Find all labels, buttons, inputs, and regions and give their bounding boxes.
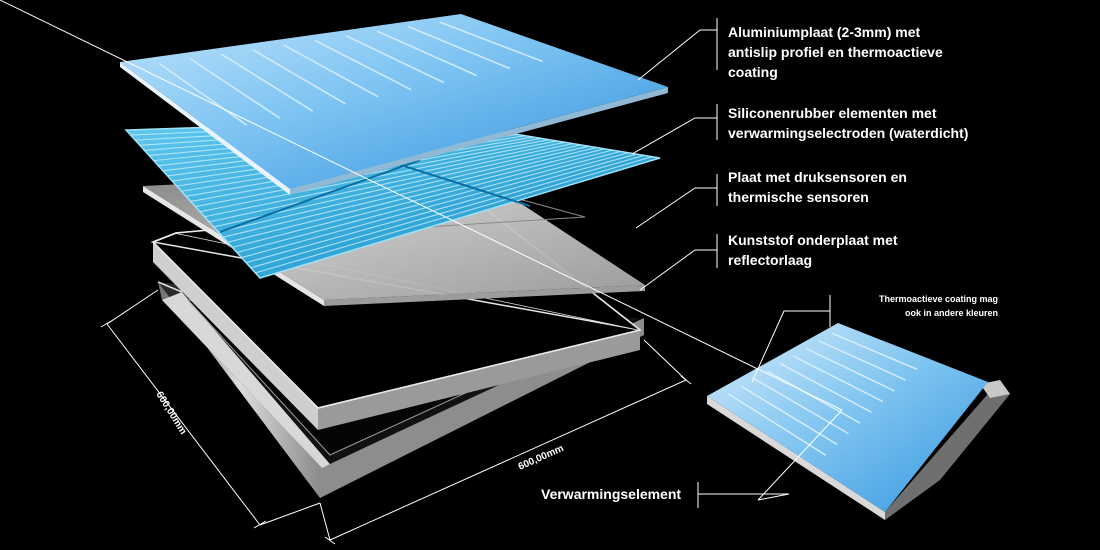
groove-line bbox=[439, 21, 543, 63]
electrode-line bbox=[222, 146, 597, 238]
kunststof-label: Kunststof onderplaat met reflectorlaag bbox=[728, 230, 898, 270]
aluminium-label-line-2: antislip profiel en thermoactieve bbox=[728, 44, 943, 60]
groove-line bbox=[190, 58, 281, 119]
small-groove-line bbox=[805, 348, 895, 392]
groove-line bbox=[252, 49, 346, 105]
electrode-line bbox=[255, 156, 653, 274]
thermo-coating-note: Thermoactieve coating mag ook in andere … bbox=[838, 292, 998, 320]
groove-line bbox=[408, 26, 510, 70]
groove-line bbox=[377, 30, 478, 77]
groove-line bbox=[221, 53, 313, 112]
aluminium-label-line-3: coating bbox=[728, 64, 778, 80]
aluminium-plate bbox=[120, 14, 668, 195]
electrode-line bbox=[199, 140, 558, 213]
sensor-label-line-1: Plaat met druksensoren en bbox=[728, 169, 907, 185]
electrode-line bbox=[227, 148, 605, 243]
electrode-line bbox=[236, 150, 621, 254]
small-groove-line bbox=[754, 378, 849, 435]
electrode-line bbox=[218, 145, 589, 233]
small-groove-line bbox=[741, 385, 838, 445]
electrode-line bbox=[195, 139, 550, 208]
small-groove-line bbox=[818, 340, 906, 381]
electrode-line bbox=[245, 153, 637, 264]
small-groove-line bbox=[831, 332, 918, 370]
electrode-line bbox=[204, 141, 565, 218]
heating-element-label-text: Verwarmingselement bbox=[541, 486, 682, 502]
groove-line bbox=[158, 62, 248, 126]
electrode-line bbox=[241, 152, 629, 259]
silicone-label-line-1: Siliconenrubber elementen met bbox=[728, 105, 937, 121]
kunststof-label-line-1: Kunststof onderplaat met bbox=[728, 232, 898, 248]
aluminium-label-line-1: Aluminiumplaat (2-3mm) met bbox=[728, 24, 921, 40]
dimension-lines bbox=[100, 289, 692, 545]
thermo-note-line-2: ook in andere kleuren bbox=[904, 308, 998, 318]
sensor-plate-label: Plaat met druksensoren en thermische sen… bbox=[728, 167, 907, 207]
electrode-line bbox=[209, 143, 573, 223]
groove-line bbox=[283, 44, 379, 98]
width-dimension-label: 600,00mm bbox=[517, 443, 566, 473]
electrode-line bbox=[213, 144, 581, 228]
sensor-label-line-2: thermische sensoren bbox=[728, 189, 869, 205]
heating-element-label: Verwarmingselement bbox=[541, 484, 681, 504]
electrode-line bbox=[232, 149, 613, 248]
groove-line bbox=[314, 39, 412, 91]
depth-dimension-label: 600,00mm bbox=[153, 390, 188, 437]
callout-lines bbox=[0, 0, 843, 508]
silicone-label-line-2: verwarmingselectroden (waterdicht) bbox=[728, 125, 969, 141]
electrode-line bbox=[250, 154, 645, 269]
silicone-label: Siliconenrubber elementen met verwarming… bbox=[728, 103, 968, 143]
kunststof-label-line-2: reflectorlaag bbox=[728, 252, 813, 268]
small-groove-line bbox=[767, 370, 861, 424]
thermo-note-line-1: Thermoactieve coating mag bbox=[878, 294, 998, 304]
small-heating-element bbox=[707, 323, 1010, 520]
groove-line bbox=[345, 35, 445, 84]
small-groove-line bbox=[780, 363, 872, 413]
small-groove-line bbox=[792, 355, 884, 402]
aluminium-label: Aluminiumplaat (2-3mm) met antislip prof… bbox=[728, 22, 943, 82]
